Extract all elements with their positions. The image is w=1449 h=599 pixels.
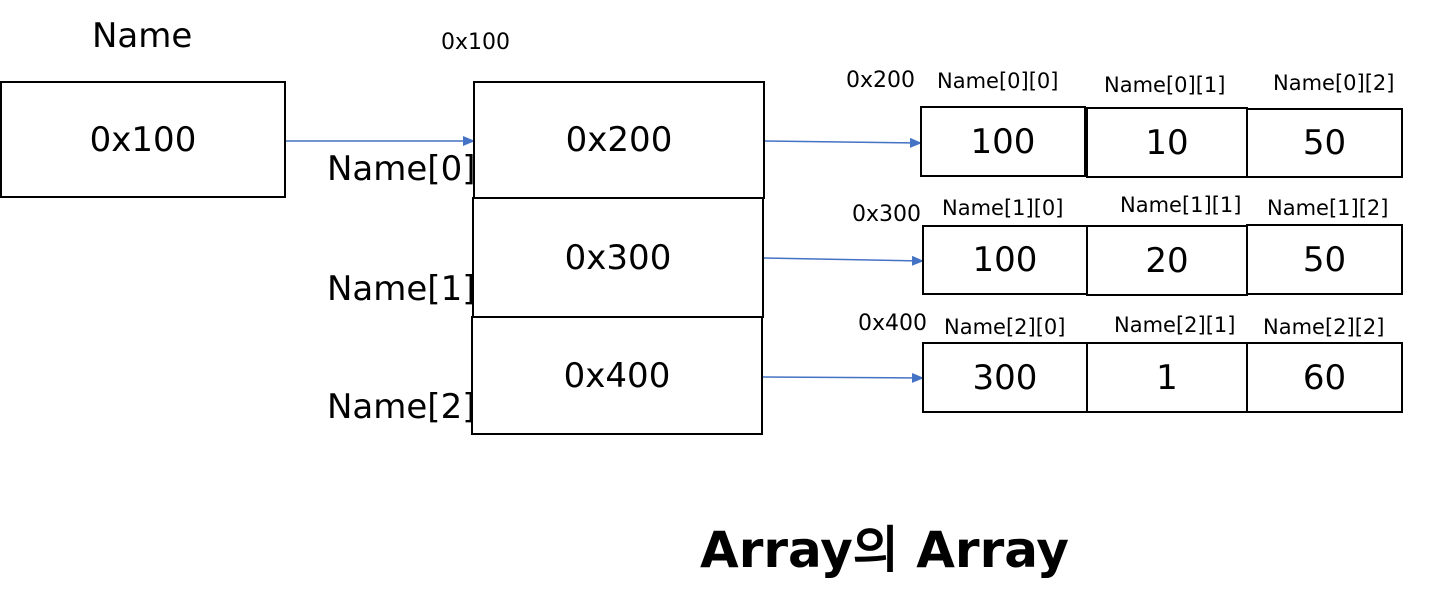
arrow-row1-to-inner1 — [763, 255, 924, 266]
inner-1-address: 0x300 — [852, 202, 922, 227]
inner-1-cell-1: 20 — [1086, 225, 1248, 296]
outer-row-1-label: Name[1] — [327, 269, 476, 309]
name-pointer-value: 0x100 — [89, 119, 197, 160]
inner-2-cell-0-value: 300 — [972, 357, 1038, 398]
inner-2-cell-1-label: Name[2][1] — [1114, 313, 1236, 337]
diagram-title: Array의 Array — [700, 521, 1070, 579]
inner-0-cell-0: 100 — [920, 106, 1086, 177]
inner-2-cell-1: 1 — [1086, 342, 1248, 413]
inner-1-cell-0-value: 100 — [972, 240, 1038, 280]
inner-1-cell-0: 100 — [922, 225, 1088, 295]
arrow-row2-to-inner2 — [762, 372, 924, 383]
inner-0-cell-2-value: 50 — [1302, 123, 1347, 163]
inner-0-cell-1-label: Name[0][1] — [1104, 73, 1226, 97]
inner-2-cell-0-label: Name[2][0] — [944, 315, 1066, 339]
inner-2-cell-2-label: Name[2][2] — [1263, 315, 1385, 339]
inner-2-address: 0x400 — [858, 311, 928, 336]
name-label: Name — [92, 16, 193, 56]
inner-0-cell-2: 50 — [1246, 108, 1403, 178]
inner-0-cell-2-label: Name[0][2] — [1273, 71, 1395, 95]
inner-2-cell-2: 60 — [1246, 342, 1403, 413]
outer-row-0-label: Name[0] — [327, 149, 476, 189]
outer-row-2-value: 0x400 — [563, 355, 671, 396]
inner-1-cell-0-label: Name[1][0] — [942, 196, 1064, 220]
inner-1-cell-1-value: 20 — [1145, 240, 1189, 281]
inner-2-cell-2-value: 60 — [1302, 357, 1347, 398]
outer-row-1: 0x300 — [472, 197, 764, 318]
outer-row-0-value: 0x200 — [565, 120, 673, 160]
inner-2-cell-0: 300 — [922, 342, 1088, 413]
inner-0-cell-0-value: 100 — [970, 121, 1036, 162]
inner-0-cell-0-label: Name[0][0] — [937, 69, 1059, 93]
outer-row-2: 0x400 — [471, 316, 763, 435]
inner-1-cell-2: 50 — [1246, 224, 1403, 295]
inner-0-cell-1: 10 — [1086, 107, 1248, 178]
arrow-row0-to-inner0 — [764, 137, 922, 148]
outer-row-2-label: Name[2] — [327, 387, 476, 427]
inner-1-cell-1-label: Name[1][1] — [1120, 193, 1242, 217]
outer-row-0: 0x200 — [473, 81, 765, 199]
inner-0-cell-1-value: 10 — [1145, 122, 1189, 163]
inner-1-cell-2-label: Name[1][2] — [1267, 196, 1389, 220]
inner-1-cell-2-value: 50 — [1302, 239, 1347, 280]
name-pointer-box: 0x100 — [0, 81, 286, 198]
outer-row-1-value: 0x300 — [564, 237, 672, 278]
inner-0-address: 0x200 — [846, 68, 916, 93]
outer-array-address: 0x100 — [441, 30, 511, 55]
inner-2-cell-1-value: 1 — [1156, 357, 1178, 398]
